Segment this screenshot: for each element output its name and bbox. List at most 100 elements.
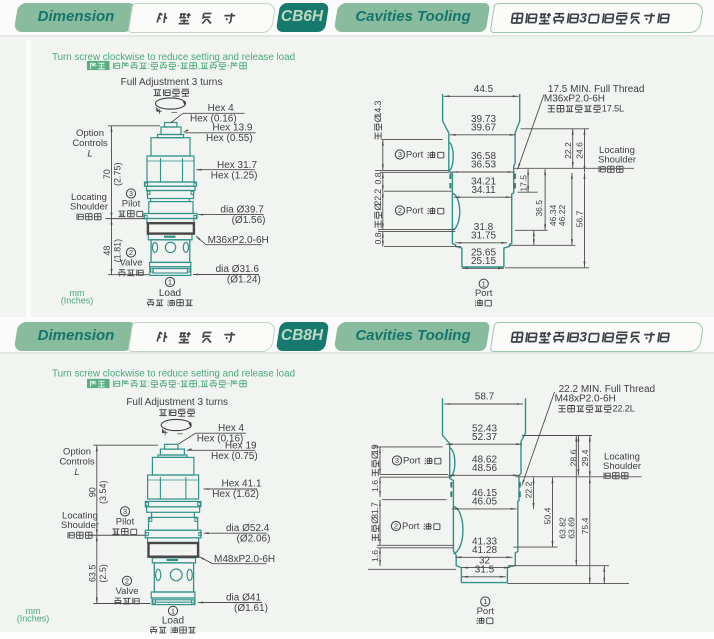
svg-text:48.56: 48.56 bbox=[472, 463, 497, 474]
svg-text:2: 2 bbox=[394, 522, 398, 531]
svg-text:31.5: 31.5 bbox=[475, 565, 495, 576]
svg-text:Hex (1.25): Hex (1.25) bbox=[211, 170, 258, 181]
svg-text:63.69: 63.69 bbox=[567, 517, 577, 539]
svg-text::: : bbox=[148, 379, 151, 389]
svg-text:Port: Port bbox=[402, 521, 420, 532]
svg-text:17.5 MIN. Full Thread: 17.5 MIN. Full Thread bbox=[548, 84, 645, 95]
svg-text:,: , bbox=[198, 379, 201, 389]
svg-text:.: . bbox=[370, 507, 380, 510]
svg-text:0.8: 0.8 bbox=[373, 232, 383, 244]
svg-text:Hex 4: Hex 4 bbox=[218, 423, 245, 434]
svg-text:2: 2 bbox=[373, 201, 383, 206]
svg-text:90: 90 bbox=[87, 487, 97, 497]
svg-text:(2.5): (2.5) bbox=[98, 564, 108, 583]
svg-text:4: 4 bbox=[373, 108, 383, 113]
svg-text:L: L bbox=[87, 149, 92, 160]
svg-text:1: 1 bbox=[168, 278, 172, 287]
svg-text:Ø: Ø bbox=[370, 517, 380, 524]
svg-text:+: + bbox=[157, 107, 163, 118]
svg-text:Hex (0.16): Hex (0.16) bbox=[190, 114, 237, 125]
svg-text:Ø: Ø bbox=[373, 115, 383, 122]
svg-text:Ø: Ø bbox=[370, 452, 380, 459]
svg-text:dia Ø52.4: dia Ø52.4 bbox=[226, 523, 270, 534]
svg-text:2: 2 bbox=[613, 404, 618, 414]
svg-text:–: – bbox=[177, 429, 183, 440]
svg-text:36.58: 36.58 bbox=[471, 151, 496, 162]
svg-text:7: 7 bbox=[607, 104, 612, 114]
svg-text:44.5: 44.5 bbox=[474, 84, 494, 95]
svg-text:1.6: 1.6 bbox=[370, 550, 380, 562]
svg-text:Hex 41.1: Hex 41.1 bbox=[222, 479, 262, 490]
svg-text:28.6: 28.6 bbox=[569, 449, 579, 466]
svg-text:Turn screw clockwise to reduce: Turn screw clockwise to reduce setting a… bbox=[52, 369, 295, 380]
svg-text:3: 3 bbox=[373, 101, 383, 106]
svg-text:dia Ø31.6: dia Ø31.6 bbox=[216, 264, 260, 275]
svg-text:(1.81): (1.81) bbox=[113, 239, 123, 263]
svg-text:63.5: 63.5 bbox=[87, 565, 97, 583]
svg-text:1: 1 bbox=[171, 607, 175, 616]
svg-text:M48xP2.0-6H: M48xP2.0-6H bbox=[555, 394, 616, 405]
svg-text:mm: mm bbox=[26, 606, 41, 616]
svg-text:Full Adjustment 3 turns: Full Adjustment 3 turns bbox=[121, 77, 223, 88]
svg-text:Port: Port bbox=[403, 456, 421, 467]
svg-text:2: 2 bbox=[129, 248, 133, 257]
svg-text:25.65: 25.65 bbox=[471, 247, 496, 258]
svg-text:Locating: Locating bbox=[604, 452, 640, 463]
svg-text:34.11: 34.11 bbox=[471, 185, 496, 196]
svg-text:75.4: 75.4 bbox=[580, 517, 590, 534]
svg-text:41.33: 41.33 bbox=[472, 536, 497, 547]
svg-text:Pilot: Pilot bbox=[116, 516, 135, 527]
svg-text:22.2: 22.2 bbox=[524, 481, 534, 498]
svg-text:Hex (0.16): Hex (0.16) bbox=[197, 433, 244, 444]
svg-text:32: 32 bbox=[479, 555, 491, 566]
svg-text:3: 3 bbox=[398, 150, 402, 159]
svg-text:22.2 MIN. Full Thread: 22.2 MIN. Full Thread bbox=[559, 384, 656, 395]
svg-text:22.2: 22.2 bbox=[563, 142, 573, 159]
svg-text:M36xP2.0-6H: M36xP2.0-6H bbox=[544, 94, 605, 105]
svg-text:5: 5 bbox=[614, 104, 619, 114]
svg-text:dia Ø41: dia Ø41 bbox=[226, 593, 261, 604]
svg-text:Full Adjustment 3 turns: Full Adjustment 3 turns bbox=[126, 397, 228, 408]
svg-text:Port: Port bbox=[406, 206, 424, 217]
svg-text:Hex (0.75): Hex (0.75) bbox=[211, 451, 258, 462]
svg-text:3: 3 bbox=[123, 507, 127, 516]
svg-text:1: 1 bbox=[370, 449, 380, 454]
svg-text:.: . bbox=[612, 104, 615, 114]
svg-text:7: 7 bbox=[370, 502, 380, 507]
svg-text:L: L bbox=[630, 404, 635, 414]
svg-text:3: 3 bbox=[395, 456, 399, 465]
svg-text:2: 2 bbox=[398, 206, 402, 215]
svg-text:(Ø1.24): (Ø1.24) bbox=[227, 274, 261, 285]
svg-text:36.5: 36.5 bbox=[534, 200, 544, 217]
svg-text:3: 3 bbox=[579, 10, 587, 26]
svg-text:Locating: Locating bbox=[62, 511, 98, 522]
svg-text:Port: Port bbox=[406, 150, 424, 161]
svg-text:58.7: 58.7 bbox=[475, 392, 495, 403]
svg-text:(3.54): (3.54) bbox=[98, 480, 108, 504]
svg-text:2: 2 bbox=[125, 577, 129, 586]
svg-text:2: 2 bbox=[617, 404, 622, 414]
svg-text:Controls: Controls bbox=[72, 138, 108, 149]
svg-text:Hex 4: Hex 4 bbox=[208, 103, 235, 114]
svg-text:31.8: 31.8 bbox=[474, 222, 494, 233]
svg-text:56.7: 56.7 bbox=[575, 210, 585, 227]
svg-text:63.82: 63.82 bbox=[558, 517, 568, 539]
svg-text:46.05: 46.05 bbox=[472, 497, 497, 508]
svg-text:(Inches): (Inches) bbox=[17, 614, 50, 624]
svg-text:1: 1 bbox=[483, 597, 487, 606]
svg-text:(Ø1.56): (Ø1.56) bbox=[232, 215, 266, 226]
svg-text:1: 1 bbox=[482, 279, 486, 288]
svg-text:Port: Port bbox=[477, 606, 495, 617]
svg-text:17.5: 17.5 bbox=[519, 175, 529, 192]
svg-text:Option: Option bbox=[76, 128, 104, 139]
svg-text:mm: mm bbox=[70, 288, 85, 298]
svg-text:Hex (0.55): Hex (0.55) bbox=[206, 133, 253, 144]
svg-text:52.37: 52.37 bbox=[472, 432, 497, 443]
svg-text:.: . bbox=[373, 105, 383, 108]
svg-text:9: 9 bbox=[370, 444, 380, 449]
svg-text:dia Ø39.7: dia Ø39.7 bbox=[220, 204, 264, 215]
svg-text:1.6: 1.6 bbox=[370, 480, 380, 492]
svg-text:Hex 19: Hex 19 bbox=[225, 440, 257, 451]
svg-text:Pilot: Pilot bbox=[122, 199, 141, 210]
svg-text:Load: Load bbox=[162, 615, 184, 626]
